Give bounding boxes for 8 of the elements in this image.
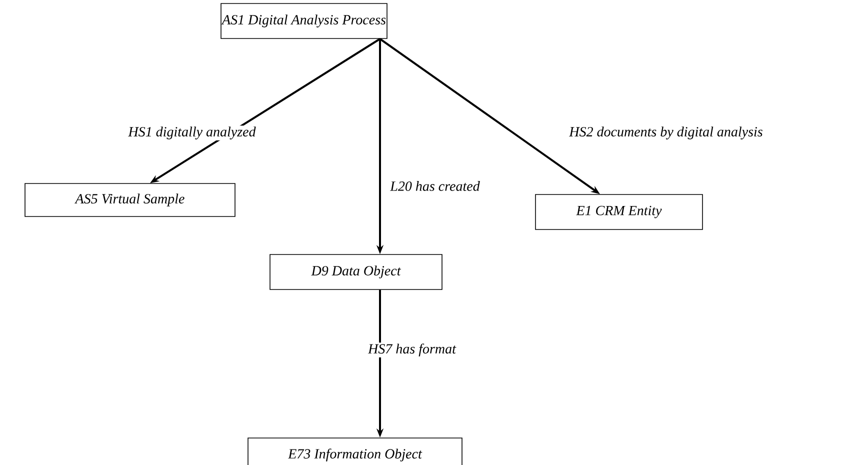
edge-label: L20 has created [389, 180, 481, 192]
concept-box: E73 Information Object [248, 438, 462, 465]
concept-box: AS5 Virtual Sample [24, 183, 236, 217]
edge-label: HS2 documents by digital analysis [568, 126, 764, 140]
concept-box: D9 Data Object [270, 254, 442, 290]
edge-label: HS1 digitally analyzed [127, 126, 257, 140]
edge-label: HS7 has format [367, 342, 457, 358]
concept-box: E1 CRM Entity [535, 194, 703, 230]
